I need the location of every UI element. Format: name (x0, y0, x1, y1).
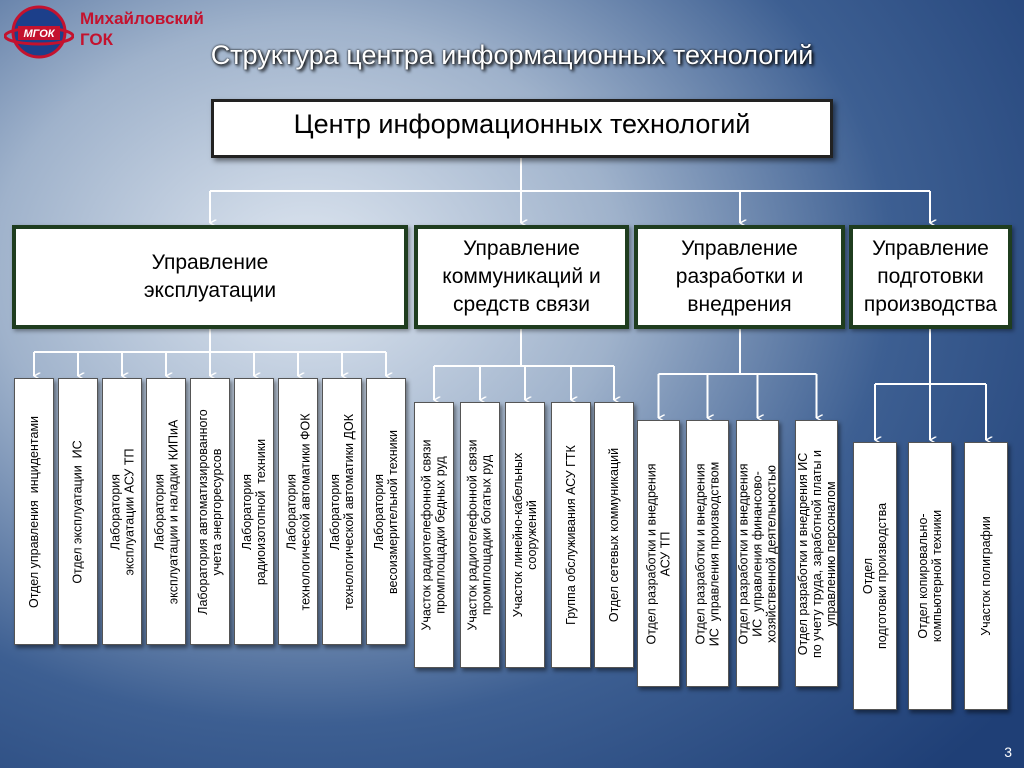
company-name-line2: ГОК (80, 30, 114, 49)
division-label-3: Управление разработки и внедрения (675, 237, 804, 316)
unit-label: Участок радиотелефонной связи промплощад… (420, 439, 449, 631)
company-name: Михайловский ГОК (80, 8, 204, 50)
division-label-1: Управление эксплуатации (143, 251, 277, 302)
unit-box-3-1: Отдел разработки и внедрения АСУ ТП (637, 420, 680, 687)
unit-label: Отдел управления инцидентами (27, 415, 42, 608)
unit-box-1-3: Лаборатория эксплуатации АСУ ТП (102, 378, 142, 645)
unit-box-1-2: Отдел эксплуатации ИС (58, 378, 98, 645)
unit-label: Отдел копировально- компьютерной техники (916, 509, 944, 643)
unit-label: Отдел разработки и внедрения ИС по учету… (795, 449, 838, 658)
unit-box-4-3: Участок полиграфии (964, 442, 1008, 710)
unit-box-2-4: Группа обслуживания АСУ ГТК (551, 402, 591, 668)
division-box-1: Управление эксплуатации (12, 225, 408, 329)
unit-box-2-5: Отдел сетевых коммуникаций (594, 402, 634, 668)
unit-label: Отдел разработки и внедрения ИС управлен… (693, 461, 722, 646)
unit-box-3-4: Отдел разработки и внедрения ИС по учету… (795, 420, 838, 687)
company-name-line1: Михайловский (80, 9, 204, 28)
unit-box-1-1: Отдел управления инцидентами (14, 378, 54, 645)
unit-box-3-2: Отдел разработки и внедрения ИС управлен… (686, 420, 729, 687)
unit-label: Лаборатория эксплуатации и наладки КИПиА (152, 419, 181, 604)
unit-box-1-7: Лаборатория технологической автоматики Ф… (278, 378, 318, 645)
division-box-2: Управление коммуникаций и средств связи (414, 225, 629, 329)
org-root-label: Центр информационных технологий (293, 109, 751, 139)
unit-label: Участок радиотелефонной связи промплощад… (466, 439, 495, 631)
unit-label: Участок полиграфии (979, 516, 994, 636)
division-label-2: Управление коммуникаций и средств связи (442, 237, 601, 316)
unit-label: Лаборатория автоматизированного учета эн… (196, 408, 225, 615)
unit-label: Участок линейно-кабельных сооружений (511, 452, 539, 618)
unit-label: Лаборатория технологической автоматики Ф… (284, 412, 313, 611)
unit-label: Лаборатория эксплуатации АСУ ТП (108, 448, 136, 575)
unit-label: Отдел разработки и внедрения АСУ ТП (644, 462, 673, 645)
unit-box-1-5: Лаборатория автоматизированного учета эн… (190, 378, 230, 645)
unit-box-4-1: Отдел подготовки производства (853, 442, 897, 710)
unit-box-2-3: Участок линейно-кабельных сооружений (505, 402, 545, 668)
page-title: Структура центра информационных технолог… (210, 40, 814, 70)
unit-label: Отдел эксплуатации ИС (71, 439, 85, 584)
logo-text: МГОК (23, 28, 55, 40)
unit-label: Лаборатория технологической автоматики Д… (328, 413, 357, 610)
unit-label: Группа обслуживания АСУ ГТК (564, 445, 579, 625)
division-box-3: Управление разработки и внедрения (634, 225, 845, 329)
org-root-box: Центр информационных технологий (211, 99, 833, 158)
unit-label: Отдел сетевых коммуникаций (607, 447, 621, 623)
unit-box-2-2: Участок радиотелефонной связи промплощад… (460, 402, 500, 668)
unit-box-2-1: Участок радиотелефонной связи промплощад… (414, 402, 454, 668)
unit-box-4-2: Отдел копировально- компьютерной техники (908, 442, 952, 710)
unit-label: Отдел подготовки производства (861, 502, 889, 650)
unit-box-1-4: Лаборатория эксплуатации и наладки КИПиА (146, 378, 186, 645)
unit-box-1-8: Лаборатория технологической автоматики Д… (322, 378, 362, 645)
page-number: 3 (1004, 744, 1012, 760)
unit-box-1-9: Лаборатория весоизмерительной техники (366, 378, 406, 645)
unit-label: Лаборатория радиоизотопной техники (240, 438, 269, 585)
unit-box-1-6: Лаборатория радиоизотопной техники (234, 378, 274, 645)
division-label-4: Управление подготовки производства (863, 237, 998, 316)
company-logo: МГОК (4, 5, 74, 59)
unit-label: Отдел разработки и внедрения ИС управлен… (736, 462, 779, 645)
division-box-4: Управление подготовки производства (849, 225, 1012, 329)
unit-label: Лаборатория весоизмерительной техники (372, 429, 401, 594)
unit-box-3-3: Отдел разработки и внедрения ИС управлен… (736, 420, 779, 687)
